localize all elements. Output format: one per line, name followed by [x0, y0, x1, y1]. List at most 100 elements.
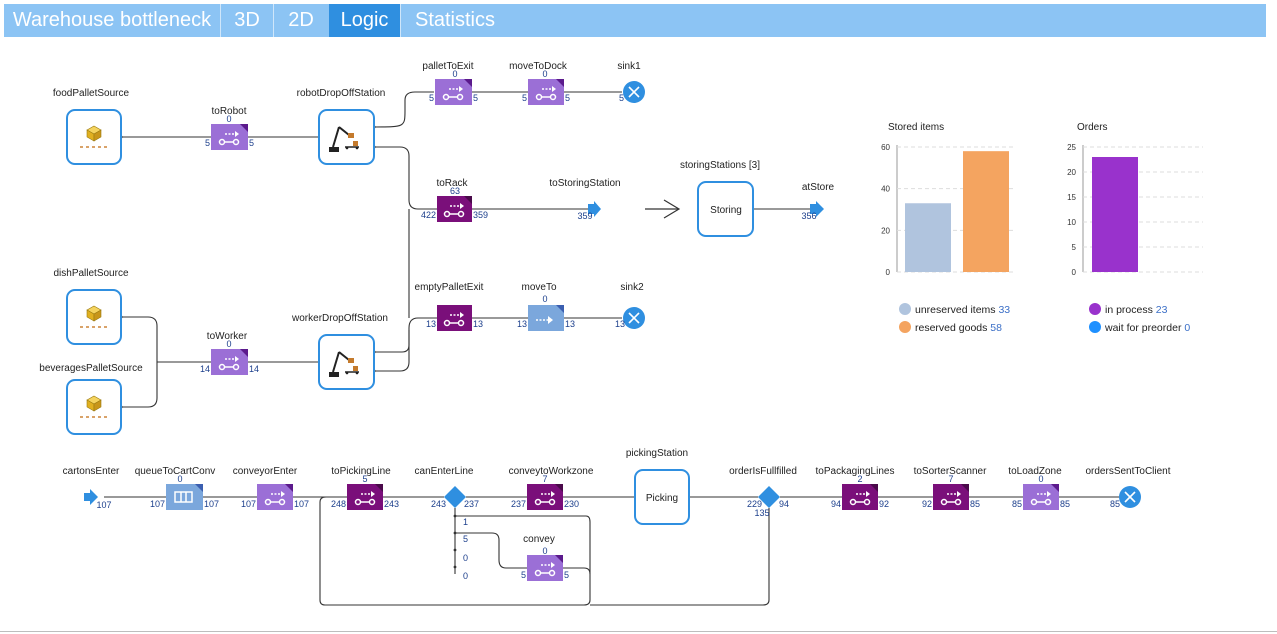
conveyor-enter-label: conveyorEnter	[233, 466, 298, 477]
food-pallet-source-label: foodPalletSource	[53, 88, 130, 99]
to-storing-station-count: 359	[577, 211, 592, 221]
conveyor-enter-in-count: 107	[241, 499, 256, 509]
move-to-dock-block[interactable]: moveToDock 0 5 5	[509, 61, 570, 105]
y-tick-label: 10	[1067, 218, 1076, 227]
legend-swatch	[1089, 321, 1101, 333]
to-rack-in-count: 422	[421, 210, 436, 220]
orders-sent-to-client-count: 85	[1110, 499, 1120, 509]
move-to-dock-out-count: 5	[565, 93, 570, 103]
to-picking-line-block[interactable]: toPickingLine 5 248 243	[331, 466, 399, 510]
beverages-pallet-source-label: beveragesPalletSource	[39, 363, 143, 374]
convey-label: convey	[523, 534, 555, 545]
storing-box-label: Storing	[710, 205, 742, 216]
beverages-pallet-source[interactable]: beveragesPalletSource	[39, 363, 143, 435]
orders-sent-to-client-sink[interactable]: ordersSentToClient 85	[1085, 466, 1170, 509]
storing-stations[interactable]: Storing storingStations [3]	[680, 160, 760, 237]
to-storing-station-exit[interactable]: toStoringStation 359	[549, 178, 620, 221]
can-enter-line-in-count: 243	[431, 499, 446, 509]
to-picking-line-in-count: 248	[331, 499, 346, 509]
convey-to-workzone-block[interactable]: conveytoWorkzone 7 237 230	[509, 466, 594, 510]
bar-in-process	[1092, 157, 1138, 272]
legend-label: reserved goods 58	[915, 322, 1002, 334]
queue-to-cart-conv[interactable]: queueToCartConv 0 107 107	[135, 466, 219, 510]
can-enter-line-branch-3: 0	[463, 553, 468, 563]
to-robot-count: 0	[226, 114, 231, 124]
y-tick-label: 25	[1067, 143, 1076, 152]
legend-value: 58	[990, 322, 1002, 334]
sink2[interactable]: sink2 13	[615, 282, 645, 329]
queue-to-cart-conv-in-count: 107	[150, 499, 165, 509]
order-is-fullfilled-bottom-count: 135	[754, 508, 769, 518]
tab-warehouse-bottleneck[interactable]: Warehouse bottleneck	[4, 4, 221, 37]
to-robot-out-count: 5	[249, 138, 254, 148]
chart-title: Stored items	[888, 122, 944, 133]
worker-drop-off-station[interactable]: workerDropOffStation	[291, 313, 388, 390]
picking-box-label: Picking	[646, 493, 678, 504]
to-load-zone-label: toLoadZone	[1008, 466, 1062, 477]
pallet-to-exit-block[interactable]: palletToExit 0 5 5	[422, 61, 478, 105]
convey-out-count: 5	[564, 570, 569, 580]
to-load-zone-block[interactable]: toLoadZone 0 85 85	[1008, 466, 1070, 510]
to-robot-in-count: 5	[205, 138, 210, 148]
to-sorter-scanner-out-count: 85	[970, 499, 980, 509]
legend-value: 23	[1156, 304, 1168, 316]
legend-value: 33	[998, 304, 1010, 316]
at-store-exit[interactable]: atStore 356	[801, 182, 834, 221]
move-to-count: 0	[542, 294, 547, 304]
empty-pallet-exit-in-count: 13	[426, 319, 436, 329]
order-is-fullfilled-decision[interactable]: orderIsFullfilled 229 94 135	[729, 466, 797, 518]
food-pallet-source[interactable]: foodPalletSource	[53, 88, 130, 165]
pallet-to-exit-out-count: 5	[473, 93, 478, 103]
to-storing-station-label: toStoringStation	[549, 178, 620, 189]
can-enter-line-out-count: 237	[464, 499, 479, 509]
to-worker-out-count: 14	[249, 364, 259, 374]
sink1[interactable]: sink1 5	[617, 61, 645, 103]
cartons-enter-label: cartonsEnter	[63, 466, 120, 477]
robot-drop-off-station[interactable]: robotDropOffStation	[297, 88, 386, 165]
orders-sent-to-client-label: ordersSentToClient	[1085, 466, 1170, 477]
sink1-label: sink1	[617, 61, 641, 72]
to-sorter-scanner-block[interactable]: toSorterScanner 7 92 85	[914, 466, 987, 510]
move-to-out-count: 13	[565, 319, 575, 329]
to-worker-count: 0	[226, 339, 231, 349]
tab-3d[interactable]: 3D	[221, 4, 274, 37]
convey-block[interactable]: convey 0 5 5	[521, 534, 569, 581]
move-to-block[interactable]: moveTo 0 13 13	[517, 282, 575, 331]
picking-station[interactable]: Picking pickingStation	[626, 448, 690, 525]
to-packaging-lines-block[interactable]: toPackagingLines 2 94 92	[816, 466, 895, 510]
cartons-enter[interactable]: cartonsEnter 107	[63, 466, 120, 510]
worker-drop-off-station-label: workerDropOffStation	[291, 313, 388, 324]
pallet-to-exit-in-count: 5	[429, 93, 434, 103]
legend-label: unreserved items 33	[915, 304, 1010, 316]
legend-value: 0	[1184, 322, 1190, 334]
can-enter-line-branch-4: 0	[463, 571, 468, 581]
convey-to-workzone-label: conveytoWorkzone	[509, 466, 594, 477]
tab-2d[interactable]: 2D	[288, 9, 314, 31]
at-store-count: 356	[801, 211, 816, 221]
legend-label: wait for preorder 0	[1104, 322, 1190, 334]
to-robot-block[interactable]: toRobot 0 5 5	[205, 106, 254, 150]
dish-pallet-source[interactable]: dishPalletSource	[53, 268, 129, 345]
empty-pallet-exit-block[interactable]: emptyPalletExit 13 13	[415, 282, 484, 331]
tab-logic[interactable]: Logic	[329, 4, 400, 37]
tab-statistics[interactable]: Statistics	[400, 4, 509, 37]
to-worker-label: toWorker	[207, 331, 248, 342]
to-worker-block[interactable]: toWorker 0 14 14	[200, 331, 259, 375]
conveyor-enter-out-count: 107	[294, 499, 309, 509]
to-packaging-lines-count: 2	[857, 474, 862, 484]
to-sorter-scanner-count: 7	[948, 474, 953, 484]
convey-to-workzone-in-count: 237	[511, 499, 526, 509]
queue-to-cart-conv-out-count: 107	[204, 499, 219, 509]
can-enter-line-decision[interactable]: canEnterLine 243 237 1 5 0 0	[415, 466, 480, 581]
to-picking-line-count: 5	[362, 474, 367, 484]
conveyor-enter-block[interactable]: conveyorEnter 107 107	[233, 466, 309, 510]
pallet-to-exit-label: palletToExit	[422, 61, 473, 72]
convey-count: 0	[542, 546, 547, 556]
move-to-dock-label: moveToDock	[509, 61, 568, 72]
y-tick-label: 15	[1067, 193, 1076, 202]
to-rack-block[interactable]: toRack 63 422 359	[421, 178, 488, 222]
to-load-zone-count: 0	[1038, 474, 1043, 484]
connector-lines	[104, 91, 1120, 606]
